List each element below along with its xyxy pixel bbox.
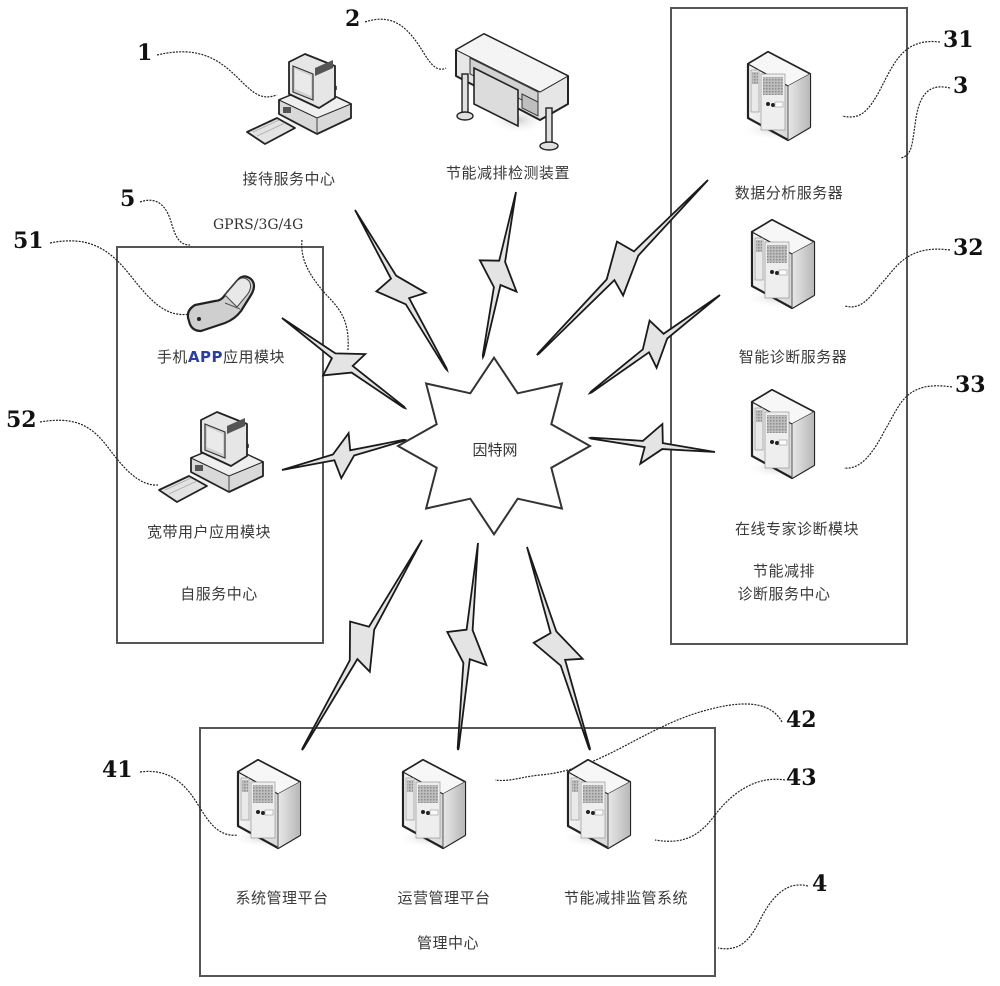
internet-star-shape — [395, 355, 593, 537]
bolt-mobile-app — [281, 317, 408, 410]
system-mgmt-server-icon — [228, 758, 308, 850]
callout-line-32 — [844, 248, 951, 308]
callout-line-43 — [654, 778, 786, 842]
callout-lines — [39, 18, 953, 950]
bolt-broadband — [281, 430, 408, 481]
reception-center-label: 接待服务中心 — [242, 170, 336, 188]
detector-device-label: 节能减排检测装置 — [445, 164, 571, 182]
diagnosis-center-title-line2: 诊断服务中心 — [737, 585, 831, 603]
detector-device-icon — [455, 33, 569, 151]
callout-line-42 — [494, 703, 783, 782]
ref-number-32: 32 — [953, 235, 984, 261]
callout-line-gprs — [301, 239, 349, 351]
operations-mgmt-platform-label: 运营管理平台 — [397, 889, 491, 907]
data-analysis-server-icon — [738, 50, 818, 142]
ref-number-42: 42 — [786, 707, 817, 733]
bolt-operations-mgmt — [445, 542, 488, 751]
ref-number-3: 3 — [953, 73, 969, 99]
ref-number-43: 43 — [786, 765, 817, 791]
internet-label: 因特网 — [472, 441, 518, 459]
online-expert-server-icon — [742, 388, 822, 480]
management-center-box — [199, 727, 716, 977]
callout-line-3 — [900, 86, 951, 159]
callout-line-41 — [139, 770, 239, 836]
mobile-app-module-label: 手机APP应用模块 — [157, 346, 285, 367]
callout-line-5 — [139, 199, 191, 246]
bolt-detector — [478, 191, 519, 361]
reception-computer-icon — [246, 53, 352, 145]
ref-number-52: 52 — [6, 407, 37, 433]
ref-number-4: 4 — [812, 871, 828, 897]
bolt-online-expert — [587, 422, 716, 466]
broadband-computer-icon — [158, 411, 264, 503]
bolt-smart-diagnosis — [587, 294, 721, 395]
supervision-server-icon — [558, 758, 638, 850]
mobile-phone-icon — [181, 275, 256, 333]
diagnosis-center-title-line1: 节能减排 — [752, 562, 816, 580]
mobile-label-suffix: 应用模块 — [223, 348, 286, 366]
diagnosis-center-box — [670, 7, 908, 645]
ref-number-51: 51 — [13, 228, 44, 254]
mobile-label-prefix: 手机 — [156, 348, 188, 366]
callout-line-33 — [843, 385, 953, 469]
ref-number-33: 33 — [955, 372, 986, 398]
bolt-system-mgmt — [301, 539, 423, 751]
ref-number-5: 5 — [120, 186, 136, 212]
supervision-system-label: 节能减排监管系统 — [563, 889, 689, 907]
wireless-links — [281, 179, 721, 751]
bolt-reception — [354, 209, 449, 374]
online-expert-module-label: 在线专家诊断模块 — [734, 520, 860, 538]
callout-line-4 — [717, 884, 809, 950]
broadband-module-label: 宽带用户应用模块 — [146, 523, 272, 541]
smart-diagnosis-server-icon — [742, 218, 822, 310]
callout-line-2 — [364, 18, 447, 70]
self-service-center-title: 自服务中心 — [180, 585, 258, 603]
callout-line-31 — [841, 40, 941, 118]
mobile-label-app: APP — [187, 348, 224, 366]
data-analysis-server-label: 数据分析服务器 — [734, 184, 844, 202]
self-service-center-box — [116, 246, 324, 644]
ref-number-1: 1 — [137, 40, 153, 66]
ref-number-2: 2 — [345, 6, 361, 32]
bolt-data-analysis — [536, 179, 709, 356]
management-center-title: 管理中心 — [416, 934, 480, 952]
callout-line-1 — [156, 51, 278, 98]
callout-line-51 — [49, 240, 191, 316]
bolt-supervision — [526, 546, 591, 751]
ref-number-41: 41 — [102, 757, 133, 783]
system-mgmt-platform-label: 系统管理平台 — [235, 889, 329, 907]
gprs-protocol-label: GPRS/3G/4G — [213, 217, 304, 233]
ref-number-31: 31 — [943, 27, 974, 53]
smart-diagnosis-server-label: 智能诊断服务器 — [738, 348, 848, 366]
callout-line-52 — [39, 419, 159, 486]
operations-mgmt-server-icon — [393, 758, 473, 850]
